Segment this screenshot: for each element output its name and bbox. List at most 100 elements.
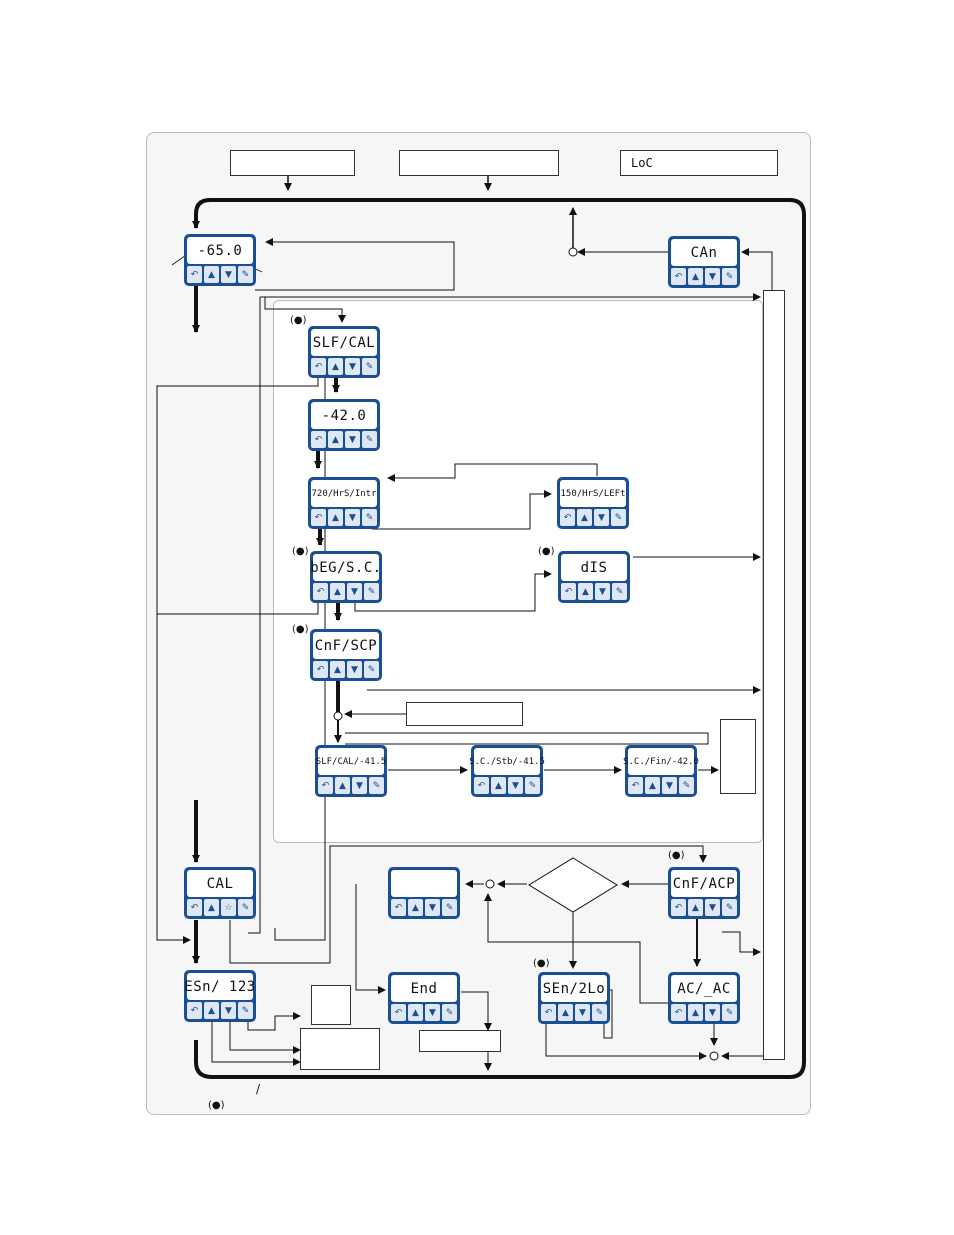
lock-label: LoC xyxy=(631,156,653,170)
up-key-icon[interactable]: ▲ xyxy=(578,583,593,600)
up-key-icon[interactable]: ▲ xyxy=(204,899,219,916)
down-key-icon[interactable]: ▼ xyxy=(508,777,523,794)
down-key-icon[interactable]: ▼ xyxy=(352,777,367,794)
escape-key-icon[interactable]: ↶ xyxy=(560,509,575,526)
up-key-icon[interactable]: ▲ xyxy=(328,358,343,375)
up-key-icon[interactable]: ▲ xyxy=(688,268,703,285)
enter-key-icon[interactable]: ✎ xyxy=(611,509,626,526)
escape-key-icon[interactable]: ↶ xyxy=(474,777,489,794)
escape-key-icon[interactable]: ↶ xyxy=(671,899,686,916)
down-key-icon[interactable]: ▼ xyxy=(595,583,610,600)
down-key-icon[interactable]: ▼ xyxy=(345,431,360,448)
enter-key-icon[interactable]: ✎ xyxy=(369,777,384,794)
enter-key-icon[interactable]: ✎ xyxy=(238,1002,253,1019)
down-key-icon[interactable]: ▼ xyxy=(425,1004,440,1021)
device-hrs-interval[interactable]: 720/HrS/Intr ↶▲▼✎ xyxy=(308,477,380,529)
escape-key-icon[interactable]: ↶ xyxy=(391,899,406,916)
device-cnf-scp[interactable]: CnF/SCP ↶▲▼✎ xyxy=(310,629,382,681)
enter-key-icon[interactable]: ✎ xyxy=(238,266,253,283)
down-key-icon[interactable]: ▼ xyxy=(347,661,362,678)
escape-key-icon[interactable]: ↶ xyxy=(628,777,643,794)
escape-key-icon[interactable]: ↶ xyxy=(318,777,333,794)
up-key-icon[interactable]: ▲ xyxy=(204,266,219,283)
up-key-icon[interactable]: ▲ xyxy=(330,583,345,600)
escape-key-icon[interactable]: ↶ xyxy=(671,268,686,285)
lcd-display: 150/HrS/LEFt xyxy=(560,480,626,507)
device-cal[interactable]: CAL ↶▲☆✎ xyxy=(184,867,256,919)
enter-key-icon[interactable]: ✎ xyxy=(679,777,694,794)
enter-key-icon[interactable]: ✎ xyxy=(442,1004,457,1021)
device-value-42[interactable]: -42.0 ↶▲▼✎ xyxy=(308,399,380,451)
down-key-icon[interactable]: ▼ xyxy=(662,777,677,794)
up-key-icon[interactable]: ▲ xyxy=(688,1004,703,1021)
down-key-icon[interactable]: ▼ xyxy=(575,1004,590,1021)
up-key-icon[interactable]: ▲ xyxy=(408,899,423,916)
escape-key-icon[interactable]: ↶ xyxy=(313,583,328,600)
escape-key-icon[interactable]: ↶ xyxy=(671,1004,686,1021)
enter-key-icon[interactable]: ✎ xyxy=(592,1004,607,1021)
enter-key-icon[interactable]: ✎ xyxy=(722,899,737,916)
escape-key-icon[interactable]: ↶ xyxy=(187,1002,202,1019)
up-key-icon[interactable]: ▲ xyxy=(645,777,660,794)
device-cnf-acp[interactable]: CnF/ACP ↶▲▼✎ xyxy=(668,867,740,919)
device-can[interactable]: CAn ↶▲▼✎ xyxy=(668,236,740,288)
down-key-icon[interactable]: ▼ xyxy=(221,1002,236,1019)
down-key-icon[interactable]: ▼ xyxy=(221,266,236,283)
escape-key-icon[interactable]: ↶ xyxy=(311,358,326,375)
enter-key-icon[interactable]: ✎ xyxy=(442,899,457,916)
top-left-label-box xyxy=(230,150,355,176)
up-key-icon[interactable]: ▲ xyxy=(328,431,343,448)
escape-key-icon[interactable]: ↶ xyxy=(313,661,328,678)
device-slf-cal-value[interactable]: SLF/CAL/-41.5 ↶▲▼✎ xyxy=(315,745,387,797)
down-key-icon[interactable]: ▼ xyxy=(705,899,720,916)
escape-key-icon[interactable]: ↶ xyxy=(311,431,326,448)
device-sc-fin-value[interactable]: S.C./Fin/-42.0 ↶▲▼✎ xyxy=(623,745,699,797)
up-key-icon[interactable]: ▲ xyxy=(408,1004,423,1021)
escape-key-icon[interactable]: ↶ xyxy=(541,1004,556,1021)
device-sen-2lo[interactable]: SEn/2Lo ↶▲▼✎ xyxy=(538,972,610,1024)
up-key-icon[interactable]: ▲ xyxy=(558,1004,573,1021)
device-end[interactable]: End ↶▲▼✎ xyxy=(388,972,460,1024)
up-key-icon[interactable]: ▲ xyxy=(491,777,506,794)
device-beg-sc[interactable]: bEG/S.C. ↶▲▼✎ xyxy=(310,551,382,603)
down-key-icon[interactable]: ▼ xyxy=(345,509,360,526)
star-key-icon[interactable]: ☆ xyxy=(221,899,236,916)
up-key-icon[interactable]: ▲ xyxy=(328,509,343,526)
up-key-icon[interactable]: ▲ xyxy=(335,777,350,794)
up-key-icon[interactable]: ▲ xyxy=(204,1002,219,1019)
device-esn[interactable]: ESn/ 123 ↶▲▼✎ xyxy=(184,970,256,1022)
enter-key-icon[interactable]: ✎ xyxy=(525,777,540,794)
device-sc-stb-value[interactable]: S.C./Stb/-41.5 ↶▲▼✎ xyxy=(469,745,545,797)
device-dis[interactable]: dIS ↶▲▼✎ xyxy=(558,551,630,603)
down-key-icon[interactable]: ▼ xyxy=(345,358,360,375)
enter-key-icon[interactable]: ✎ xyxy=(364,583,379,600)
enter-key-icon[interactable]: ✎ xyxy=(238,899,253,916)
device-blank[interactable]: ↶▲▼✎ xyxy=(388,867,460,919)
up-key-icon[interactable]: ▲ xyxy=(688,899,703,916)
enter-key-icon[interactable]: ✎ xyxy=(362,358,377,375)
escape-key-icon[interactable]: ↶ xyxy=(187,266,202,283)
device-hrs-left[interactable]: 150/HrS/LEFt ↶▲▼✎ xyxy=(557,477,629,529)
enter-key-icon[interactable]: ✎ xyxy=(362,509,377,526)
enter-key-icon[interactable]: ✎ xyxy=(362,431,377,448)
down-key-icon[interactable]: ▼ xyxy=(705,268,720,285)
lcd-display: -65.0 xyxy=(187,237,253,264)
escape-key-icon[interactable]: ↶ xyxy=(391,1004,406,1021)
enter-key-icon[interactable]: ✎ xyxy=(612,583,627,600)
escape-key-icon[interactable]: ↶ xyxy=(311,509,326,526)
device-slf-cal[interactable]: SLF/CAL ↶▲▼✎ xyxy=(308,326,380,378)
enter-key-icon[interactable]: ✎ xyxy=(722,1004,737,1021)
escape-key-icon[interactable]: ↶ xyxy=(187,899,202,916)
enter-key-icon[interactable]: ✎ xyxy=(364,661,379,678)
escape-key-icon[interactable]: ↶ xyxy=(561,583,576,600)
device-ac-ac[interactable]: AC/_AC ↶▲▼✎ xyxy=(668,972,740,1024)
device-main-value[interactable]: -65.0 ↶▲▼✎ xyxy=(184,234,256,286)
down-key-icon[interactable]: ▼ xyxy=(425,899,440,916)
up-key-icon[interactable]: ▲ xyxy=(330,661,345,678)
enter-key-icon[interactable]: ✎ xyxy=(722,268,737,285)
up-key-icon[interactable]: ▲ xyxy=(577,509,592,526)
down-key-icon[interactable]: ▼ xyxy=(347,583,362,600)
down-key-icon[interactable]: ▼ xyxy=(705,1004,720,1021)
down-key-icon[interactable]: ▼ xyxy=(594,509,609,526)
